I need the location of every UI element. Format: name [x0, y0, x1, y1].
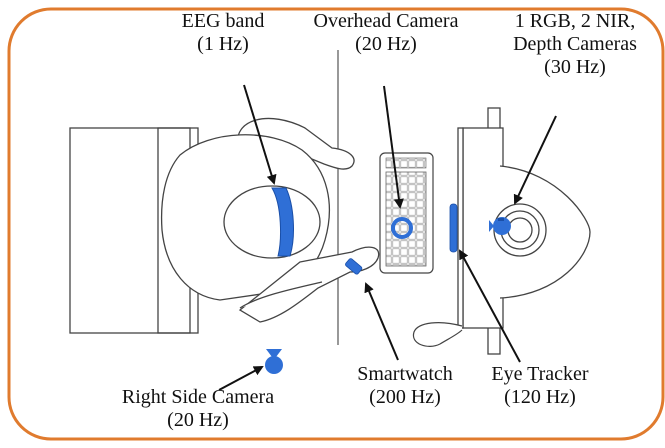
label-line: Overhead Camera	[313, 10, 459, 32]
rgb-arrow	[513, 115, 557, 205]
label-line: Smartwatch	[357, 363, 453, 385]
eyetracker-arrow	[459, 249, 521, 363]
label-line: (1 Hz)	[197, 33, 249, 55]
label-line: (20 Hz)	[355, 33, 417, 55]
eye-tracker-shape	[449, 203, 458, 253]
smartwatch-shape	[345, 258, 363, 275]
frame-border	[7, 7, 665, 441]
label-eye-tracker: Eye Tracker (120 Hz)	[470, 363, 610, 409]
label-eeg-band: EEG band (1 Hz)	[128, 10, 318, 56]
label-line: (200 Hz)	[369, 386, 441, 408]
label-smartwatch: Smartwatch (200 Hz)	[330, 363, 480, 409]
right-side-camera-shape	[265, 349, 283, 374]
label-line: (30 Hz)	[544, 56, 606, 78]
label-overhead-camera: Overhead Camera (20 Hz)	[286, 10, 486, 56]
person-top-view	[160, 117, 380, 323]
label-right-side-camera: Right Side Camera (20 Hz)	[98, 386, 298, 432]
rgb-camera-shape	[489, 217, 511, 235]
mouse	[412, 322, 463, 347]
label-line: (120 Hz)	[504, 386, 576, 408]
rightcam-arrow	[218, 366, 264, 391]
label-line: Eye Tracker	[491, 363, 589, 385]
eeg-arrow	[243, 84, 277, 185]
overhead-camera-marker	[391, 217, 413, 239]
eeg-band-shape	[271, 187, 294, 257]
overhead-arrow	[383, 85, 404, 209]
label-line: EEG band	[181, 10, 265, 32]
monitor	[457, 107, 591, 355]
label-line: 1 RGB, 2 NIR,	[514, 10, 636, 32]
smartwatch-arrow	[364, 282, 399, 361]
label-line: Depth Cameras	[513, 33, 637, 55]
label-line: Right Side Camera	[121, 386, 275, 408]
keyboard	[379, 152, 434, 274]
label-line: (20 Hz)	[167, 409, 229, 431]
label-rgb-cameras: 1 RGB, 2 NIR, Depth Cameras (30 Hz)	[490, 10, 660, 79]
